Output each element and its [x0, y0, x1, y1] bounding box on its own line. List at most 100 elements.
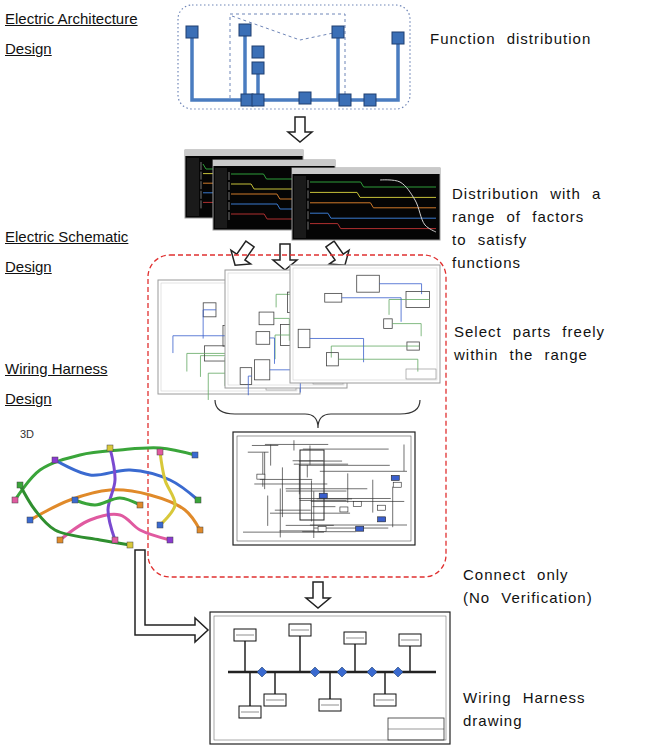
combined-schematic: [280, 488, 281, 537]
combined-schematic: [252, 445, 278, 446]
simulation-screen: [187, 158, 199, 216]
combined-schematic: [248, 452, 269, 453]
simulation-screen: [292, 168, 440, 240]
schematic-sheet: [254, 360, 269, 380]
marker: [310, 667, 320, 677]
connector: [127, 542, 133, 548]
schematic-sheet: [392, 324, 421, 337]
combined-schematic: [340, 507, 348, 512]
combined-schematic: [318, 526, 326, 531]
schematic-sheet: [293, 268, 437, 380]
combined-schematic: [293, 440, 294, 450]
schematic-sheet: [270, 338, 275, 364]
label-holder: Function distribution: [430, 27, 630, 50]
combined-schematic: [319, 493, 327, 498]
combined-schematic: [233, 432, 415, 545]
harness-drawing: [289, 624, 311, 636]
label-holder: Distribution with a range of factors to …: [452, 182, 606, 274]
schematic-sheet: [290, 265, 440, 383]
connector: [197, 527, 203, 533]
simulation-screen: [229, 182, 230, 190]
combined-schematic: [294, 464, 348, 465]
combined-schematic: [299, 465, 390, 466]
section-heading: Electric Schematic Design: [5, 222, 155, 282]
harness-wire: [75, 498, 140, 505]
simulation-screen: [229, 202, 230, 210]
stage-caption: Wiring Harness drawing: [463, 686, 623, 732]
ecu-square: [364, 94, 376, 106]
curve-trace: [380, 180, 436, 232]
simulation-screen: [310, 224, 436, 229]
ecu-square: [299, 92, 311, 104]
simulation-screen: [229, 192, 230, 200]
harness-3d-figure: [12, 445, 203, 548]
combined-schematic: [282, 467, 283, 517]
schematic-sheet: [331, 346, 419, 358]
combined-schematic: [286, 525, 334, 526]
combined-schematic: [299, 461, 342, 462]
verification-gap-region: [148, 255, 446, 577]
combined-schematic: [309, 445, 310, 464]
ecu-square: [252, 46, 264, 58]
simulation-screen: [292, 168, 440, 174]
harness-wire: [160, 452, 175, 525]
function-distribution-figure: [243, 30, 247, 100]
connector: [137, 502, 143, 508]
simulation-screen: [215, 168, 227, 228]
connector: [195, 497, 201, 503]
label-holder: Select parts freely within the range: [454, 320, 619, 366]
combined-schematic: [392, 487, 393, 528]
schematic-sheet: [187, 353, 227, 371]
schematic-sheet: [256, 332, 270, 345]
flow-arrow: [306, 582, 330, 608]
combined-schematic: [378, 517, 386, 522]
combined-schematic: [377, 505, 385, 510]
combined-schematic: [299, 498, 391, 499]
combined-schematic: [286, 491, 347, 492]
section-heading: Electric Architecture Design: [5, 4, 155, 64]
schematic-sheet: [325, 293, 342, 302]
simulation-screen: [201, 181, 202, 189]
combined-schematic: [262, 453, 263, 487]
combined-schematic: [299, 464, 300, 494]
harness-drawing: [236, 635, 254, 636]
simulation-screen: [308, 180, 309, 188]
combined-schematic: [264, 452, 265, 489]
ecu-square: [339, 94, 351, 106]
combined-schematic: [313, 491, 314, 538]
combined-schematic: [393, 482, 401, 487]
label-holder: Electric Schematic Design: [5, 222, 155, 282]
schematic-sheet: [406, 369, 436, 379]
connector: [52, 457, 58, 463]
harness-drawing: [210, 612, 450, 744]
simulation-screen: [294, 176, 306, 238]
connector: [157, 449, 163, 455]
function-distribution-figure: [192, 32, 398, 100]
connector: [112, 537, 118, 543]
ecu-square: [186, 26, 198, 38]
connector: [12, 497, 18, 503]
schematic-sheet: [310, 338, 364, 362]
harness-drawing: [388, 729, 444, 730]
schematic-sheet: [259, 312, 274, 325]
ecu-square: [252, 62, 264, 74]
harness-drawing: [291, 630, 309, 631]
simulation-screen: [185, 150, 303, 156]
bracket: [215, 400, 420, 428]
harness-drawing: [241, 712, 259, 713]
connector: [107, 445, 113, 451]
combined-schematic: [320, 471, 407, 472]
marker: [257, 667, 267, 677]
schematic-sheet: [389, 300, 429, 315]
schematic-sheet: [384, 319, 393, 329]
view-label: 3D: [20, 428, 50, 441]
marker: [393, 667, 403, 677]
combined-schematic: [391, 475, 399, 480]
schematic-sheet: [290, 265, 440, 383]
flow-arrow: [288, 117, 312, 142]
harness-drawing: [374, 694, 396, 706]
stage-caption: Connect only (No Verification): [463, 563, 600, 609]
marker: [337, 667, 347, 677]
combined-schematic: [307, 465, 308, 477]
combined-schematic: [270, 445, 271, 466]
